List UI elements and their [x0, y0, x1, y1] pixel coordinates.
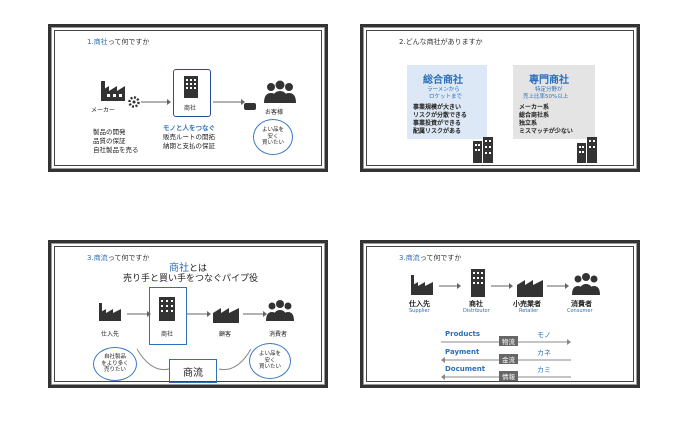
sogo-shosha-panel: [407, 65, 487, 139]
arrow-right-icon: [547, 283, 569, 289]
slide-2[interactable]: 2.どんな商社がありますか 総合商社 ラーメンから ロケットまで 事業規模が大き…: [360, 24, 640, 172]
building-icon: [159, 297, 175, 321]
building-icon: [473, 137, 493, 163]
sogo-heading: 総合商社: [423, 75, 463, 86]
slide-4[interactable]: 3.商流って何ですか 仕入先 Supplier 商社 Distributor 小…: [360, 240, 640, 388]
shoryu-box: 商流: [169, 359, 217, 383]
maker-line-2: 品質の保証: [93, 137, 126, 145]
slide-title: 3.商流って何ですか: [399, 254, 462, 262]
sogo-sub-2: ロケットまで: [429, 94, 463, 100]
sogo-item-2: リスクが分散できる: [413, 112, 467, 119]
senmon-item-2: 総合商社系: [519, 112, 550, 119]
flow-en-products: Products: [445, 330, 481, 338]
senmon-item-4: ミスマッチが少ない: [519, 128, 573, 135]
customers-icon: [264, 80, 296, 103]
curve-arrows: [136, 348, 252, 371]
senmon-item-3: 独立系: [519, 120, 538, 127]
slide-frame: [54, 246, 322, 382]
consumer-label: 消費者: [269, 331, 288, 338]
node-jp-retailer: 小売業者: [513, 300, 541, 308]
maker-label: メーカー: [91, 107, 116, 114]
slide-title: 1.商社って何ですか: [87, 38, 150, 46]
arrow-right-icon: [491, 283, 513, 289]
factory-icon: [101, 81, 125, 101]
flow-jp-kami: カミ: [537, 366, 551, 374]
shosha-line-1: 販売ルートの開拓: [163, 133, 215, 141]
node-en-supplier: Supplier: [409, 308, 430, 314]
slide-heading-line2: 売り手と買い手をつなぐパイプ役: [123, 274, 259, 284]
supplier-bubble: 自社製品をより多く売りたい: [93, 347, 137, 381]
node-en-retailer: Retailer: [519, 308, 539, 314]
factory-icon: [411, 275, 433, 295]
slide-title: 2.どんな商社がありますか: [399, 38, 483, 46]
arrow-right-icon: [213, 99, 245, 105]
slide-1[interactable]: 1.商社って何ですか メーカー 製品の開発 品質の保証 自社製品を売る 商社 モ…: [48, 24, 328, 172]
customer-bubble: よい品を安く買いたい: [253, 119, 293, 155]
client-label: 顧客: [219, 331, 232, 338]
flow-jp-mono: モノ: [537, 331, 551, 339]
arrow-right-icon: [187, 311, 211, 317]
node-jp-distributor: 商社: [469, 300, 483, 308]
shosha-label: 商社: [161, 331, 174, 338]
slide-frame: [54, 30, 322, 166]
factory-icon: [99, 303, 121, 321]
arrow-right-icon: [141, 99, 171, 105]
building-icon: [471, 269, 485, 297]
sogo-item-1: 事業規模が大きい: [413, 104, 462, 111]
gear-icon: [128, 96, 140, 108]
maker-line-1: 製品の開発: [93, 128, 126, 136]
slide-3[interactable]: 3.商流って何ですか 商社とは 売り手と買い手をつなぐパイプ役 仕入先 商社 顧…: [48, 240, 328, 388]
customers-icon: [266, 300, 294, 321]
arrow-right-icon: [127, 311, 151, 317]
supplier-label: 仕入先: [101, 331, 120, 338]
slide-frame: [366, 246, 634, 382]
shosha-box: [149, 287, 187, 345]
customer-label: お客様: [265, 109, 284, 116]
flow-mid-kinryu: 金流: [499, 354, 518, 364]
customers-icon: [572, 273, 600, 295]
senmon-heading: 専門商社: [529, 75, 569, 86]
node-jp-supplier: 仕入先: [409, 300, 430, 308]
node-en-consumer: Consumer: [567, 308, 593, 314]
senmon-sub-2: 売上比率50%以上: [523, 94, 569, 100]
sogo-sub-1: ラーメンから: [427, 87, 460, 93]
factory-icon: [213, 308, 239, 323]
arrow-right-icon: [439, 283, 461, 289]
consumer-bubble: よい品を安く買いたい: [249, 343, 291, 379]
senmon-sub-1: 特定分野が: [535, 87, 563, 93]
shosha-label: 商社: [184, 105, 197, 112]
flow-mid-joho: 情報: [499, 371, 518, 381]
building-icon: [184, 76, 198, 98]
node-en-distributor: Distributor: [463, 308, 490, 314]
factory-icon: [517, 280, 543, 297]
arrow-right-icon: [243, 311, 267, 317]
shosha-line-2: 納期と支払の保証: [163, 142, 215, 150]
slide-frame: [366, 30, 634, 166]
maker-line-3: 自社製品を売る: [93, 146, 139, 154]
flow-mid-butsuryu: 物流: [499, 336, 518, 346]
senmon-shosha-panel: [513, 65, 595, 139]
sogo-item-3: 事業投資ができる: [413, 120, 461, 127]
sogo-item-4: 配属リスクがある: [413, 128, 462, 135]
flow-en-payment: Payment: [445, 348, 480, 356]
slide-title: 3.商流って何ですか: [87, 254, 150, 262]
slide-heading: 商社とは: [169, 263, 208, 274]
shosha-tagline: モノと人をつなぐ: [163, 124, 215, 132]
flow-en-document: Document: [445, 365, 486, 373]
node-jp-consumer: 消費者: [571, 300, 592, 308]
flow-jp-kane: カネ: [537, 349, 551, 357]
building-icon: [577, 137, 597, 163]
shosha-box: [173, 69, 211, 117]
senmon-item-1: メーカー系: [519, 104, 550, 111]
wallet-icon: [244, 103, 256, 110]
